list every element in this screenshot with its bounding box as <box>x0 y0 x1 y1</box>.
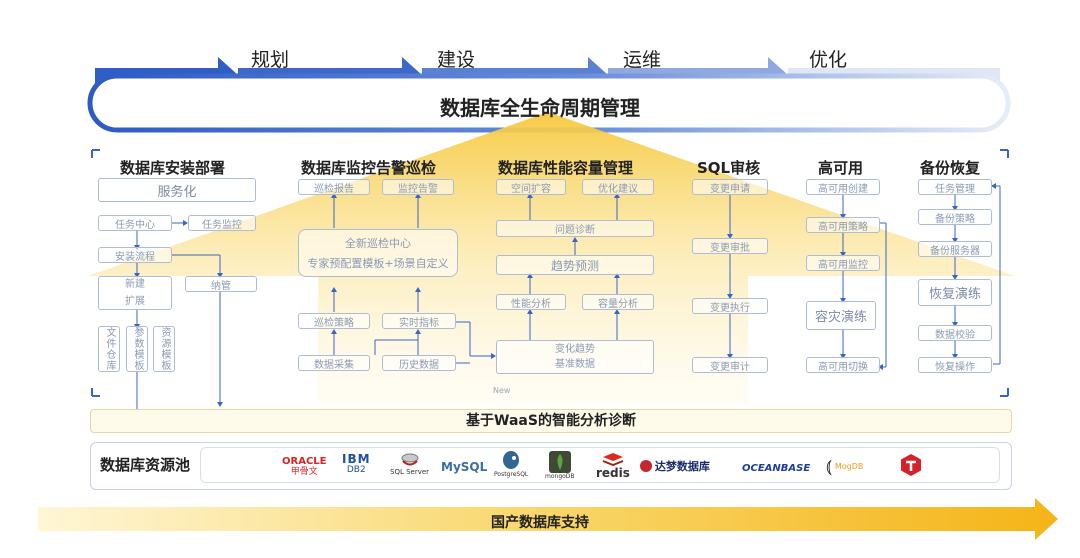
baseline-data-label: 基准数据 <box>555 359 595 370</box>
sql-title: SQL审核 <box>697 159 761 177</box>
connector-lines <box>136 185 1001 415</box>
restore-drill-box: 恢复演练 <box>918 279 992 306</box>
change-exec-box: 变更执行 <box>692 298 768 314</box>
restore-op-box: 恢复操作 <box>918 357 992 373</box>
redis-logo: redis <box>596 452 630 480</box>
task-center-box: 任务中心 <box>98 215 172 231</box>
param-template-box: 参数模板 <box>126 326 148 372</box>
center-subtitle: 专家预配置模板+场景自定义 <box>307 257 449 270</box>
domestic-db-support-label: 国产数据库支持 <box>491 515 589 531</box>
monitor-alert-box: 监控告警 <box>382 179 454 195</box>
install-title: 数据库安装部署 <box>120 159 226 177</box>
oracle-sub: 甲骨文 <box>290 467 318 477</box>
dameng-logo: 达梦数据库 <box>640 458 710 474</box>
dr-drill-box: 容灾演练 <box>806 301 876 330</box>
file-warehouse-box: 文件仓库 <box>98 326 120 372</box>
expand-label: 扩展 <box>125 296 145 307</box>
resource-template-box: 资源模板 <box>153 326 175 372</box>
lifecycle-title: 数据库全生命周期管理 <box>440 96 640 120</box>
backup-title: 备份恢复 <box>920 159 981 177</box>
task-monitor-box: 任务监控 <box>188 215 256 231</box>
ibm-logo: IBM DB2 <box>342 452 371 476</box>
ha-policy-box: 高可用策略 <box>806 217 880 233</box>
data-collect-box: 数据采集 <box>298 355 370 371</box>
redis-icon <box>602 453 624 467</box>
td-logo <box>899 453 923 480</box>
capacity-analysis-box: 容量分析 <box>582 294 654 310</box>
change-trend-box: 变化趋势 基准数据 <box>496 340 654 374</box>
mogdb-icon: ⦅ <box>826 456 832 477</box>
monitor-title: 数据库监控告警巡检 <box>301 159 437 177</box>
backup-policy-box: 备份策略 <box>918 209 992 225</box>
mogdb-logo: ⦅ MogDB <box>826 456 863 477</box>
sqlserver-text: SQL Server <box>390 468 430 476</box>
ha-monitor-box: 高可用监控 <box>806 255 880 271</box>
mysql-logo: MySQL <box>441 460 488 474</box>
problem-diag-box: 问题诊断 <box>496 220 654 237</box>
stage-operate: 运维 <box>623 49 662 71</box>
ha-create-box: 高可用创建 <box>806 179 880 195</box>
redis-text: redis <box>596 466 630 480</box>
change-apply-box: 变更申请 <box>692 179 768 195</box>
mogdb-text: MogDB <box>834 462 864 471</box>
performance-title: 数据库性能容量管理 <box>498 159 634 177</box>
ha-switch-box: 高可用切换 <box>806 357 880 373</box>
stage-plan: 规划 <box>251 49 290 71</box>
inspection-report-box: 巡检报告 <box>298 179 370 195</box>
postgresql-logo: PostgreSQL <box>494 450 528 478</box>
backup-server-box: 备份服务器 <box>918 241 992 257</box>
ibm-text: IBM <box>342 452 371 466</box>
waas-analysis-bar: 基于WaaS的智能分析诊断 <box>90 409 1012 433</box>
service-box: 服务化 <box>98 178 256 202</box>
task-manage-box: 任务管理 <box>918 179 992 195</box>
data-verify-box: 数据校验 <box>918 325 992 341</box>
ha-title: 高可用 <box>818 159 864 177</box>
postgresql-text: PostgreSQL <box>494 471 529 478</box>
postgresql-icon <box>503 451 520 469</box>
optimize-advice-box: 优化建议 <box>582 179 654 195</box>
inspection-center-box: 全新巡检中心 专家预配置模板+场景自定义 <box>298 229 458 277</box>
inspection-policy-box: 巡检策略 <box>298 313 370 329</box>
install-flow-box: 安装流程 <box>98 247 172 263</box>
sqlserver-icon <box>401 453 419 466</box>
sqlserver-logo: SQL Server <box>390 452 429 476</box>
mongodb-logo: mongoDB <box>545 450 575 480</box>
perf-analysis-box: 性能分析 <box>496 294 566 310</box>
history-data-box: 历史数据 <box>382 355 456 371</box>
td-icon <box>901 454 921 476</box>
oceanbase-logo: OCEANBASE <box>742 463 811 474</box>
realtime-metrics-box: 实时指标 <box>382 313 456 329</box>
new-label: 新建 <box>125 279 145 290</box>
new-expand-box: 新建 扩展 <box>98 276 172 310</box>
ibm-sub: DB2 <box>346 465 366 475</box>
change-trend-label: 变化趋势 <box>555 344 595 355</box>
oracle-text: ORACLE <box>282 456 327 467</box>
arrow-heads <box>134 183 996 407</box>
mongodb-icon <box>548 451 571 473</box>
resource-pool-logos-frame <box>200 447 1000 483</box>
mongodb-text: mongoDB <box>545 473 575 480</box>
new-label: New <box>493 386 511 395</box>
resource-pool-label: 数据库资源池 <box>100 456 191 474</box>
bottom-arrow <box>38 498 1058 540</box>
change-review-box: 变更审计 <box>692 357 768 373</box>
stage-build: 建设 <box>437 49 476 71</box>
stage-optimize: 优化 <box>809 49 848 71</box>
space-expand-box: 空间扩容 <box>496 179 566 195</box>
center-title: 全新巡检中心 <box>345 237 411 250</box>
dameng-text: 达梦数据库 <box>654 460 710 473</box>
oracle-logo: ORACLE 甲骨文 <box>282 456 327 478</box>
manage-box: 纳管 <box>185 276 257 292</box>
dameng-icon <box>640 460 652 472</box>
trend-predict-box: 趋势预测 <box>496 255 654 275</box>
change-audit-box: 变更审批 <box>692 238 768 254</box>
